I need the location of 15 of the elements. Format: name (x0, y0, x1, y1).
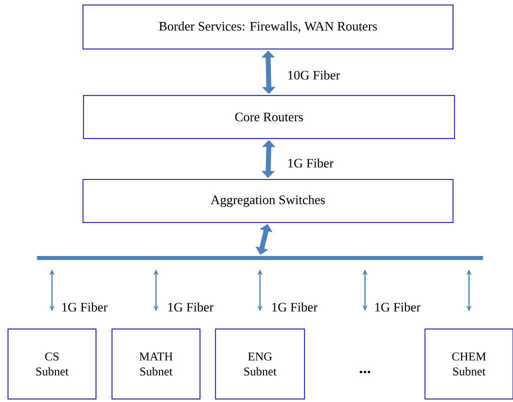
edge-label: 1G Fiber (270, 301, 319, 313)
edge-label: 10G Fiber (286, 69, 342, 81)
thick-arrow (261, 50, 276, 94)
edge-label: 1G Fiber (60, 301, 109, 313)
layer-box: Aggregation Switches (82, 179, 454, 223)
ellipsis: ... (360, 370, 370, 374)
subnet-box: ENG Subnet (215, 328, 305, 400)
edge-label: 1G Fiber (166, 301, 215, 313)
layer-box: Border Services: Firewalls, WAN Routers (82, 4, 454, 50)
subnet-box: CS Subnet (8, 328, 96, 400)
layer-box: Core Routers (83, 95, 455, 139)
edge-label: 1G Fiber (286, 157, 335, 169)
subnet-box: CHEM Subnet (424, 328, 513, 400)
subnet-box: MATH Subnet (112, 328, 200, 400)
edge-label: 1G Fiber (373, 301, 422, 313)
